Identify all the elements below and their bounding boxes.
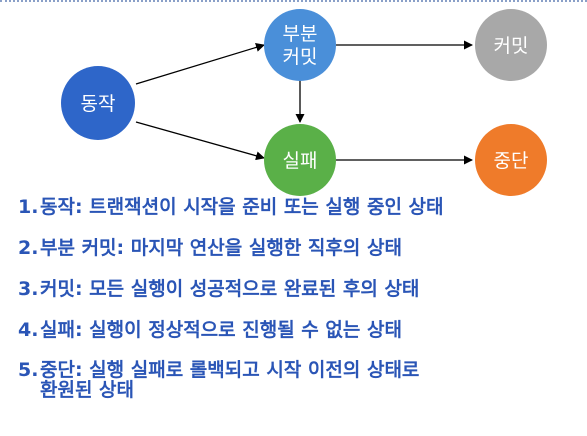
list-item-failed: 4. 실패: 실행이 정상적으로 진행될 수 없는 상태 [18, 319, 578, 341]
node-partially-committed: 부분 커밋 [264, 9, 336, 81]
list-item-text: 부분 커밋: 마지막 연산을 실행한 직후의 상태 [40, 237, 402, 259]
node-partially-committed-circle [264, 9, 336, 81]
node-committed-label: 커밋 [494, 35, 529, 57]
node-aborted: 중단 [475, 124, 547, 196]
node-aborted-label: 중단 [494, 150, 529, 172]
node-partially-committed-label-line1: 부분 [283, 23, 318, 45]
list-item-number: 2. [18, 237, 39, 259]
list-item-text: 중단: 실행 실패로 롤백되고 시작 이전의 상태로 환원된 상태 [40, 359, 420, 401]
list-item-number: 1. [18, 196, 39, 218]
list-item-number: 4. [18, 319, 39, 341]
node-partially-committed-label-line2: 커밋 [283, 46, 318, 68]
node-active-label: 동작 [81, 93, 116, 115]
node-committed-circle [475, 9, 547, 81]
list-item-partially-committed: 2. 부분 커밋: 마지막 연산을 실행한 직후의 상태 [18, 237, 578, 259]
list-item-number: 3. [18, 278, 39, 300]
top-dotted-border [0, 0, 587, 2]
list-item-active: 1. 동작: 트랜잭션이 시작을 준비 또는 실행 중인 상태 [18, 196, 578, 218]
node-committed: 커밋 [475, 9, 547, 81]
node-aborted-circle [475, 124, 547, 196]
arrow-active-to-partially-committed [135, 43, 265, 85]
node-active: 동작 [61, 66, 135, 140]
transaction-state-diagram: 동작 부분 커밋 커밋 실패 중단 [61, 9, 547, 196]
node-failed: 실패 [264, 124, 336, 196]
list-item-text: 커밋: 모든 실행이 성공적으로 완료된 후의 상태 [40, 278, 420, 300]
node-failed-circle [264, 124, 336, 196]
node-failed-label: 실패 [283, 150, 318, 172]
node-active-circle [61, 66, 135, 140]
list-item-text: 동작: 트랜잭션이 시작을 준비 또는 실행 중인 상태 [40, 196, 444, 218]
state-description-list: 1. 동작: 트랜잭션이 시작을 준비 또는 실행 중인 상태 2. 부분 커밋… [18, 196, 578, 419]
list-item-committed: 3. 커밋: 모든 실행이 성공적으로 완료된 후의 상태 [18, 278, 578, 300]
arrow-active-to-failed [135, 121, 265, 161]
list-item-text: 실패: 실행이 정상적으로 진행될 수 없는 상태 [40, 319, 402, 341]
list-item-number: 5. [18, 359, 39, 381]
list-item-aborted: 5. 중단: 실행 실패로 롤백되고 시작 이전의 상태로 환원된 상태 [18, 360, 578, 400]
